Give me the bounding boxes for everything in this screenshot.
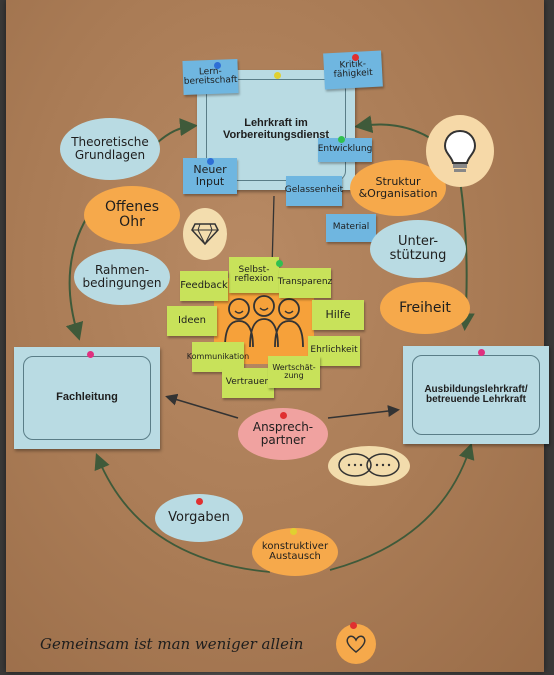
pin xyxy=(352,54,359,61)
oval-konstruktiver-austausch: konstruktiver Austausch xyxy=(252,528,338,576)
note-gelassenheit: Gelassenheit xyxy=(285,176,343,206)
note-wertschaetzung: Wertschät-zung xyxy=(268,356,320,388)
note-ideen: Ideen xyxy=(167,306,217,336)
note-feedback: Feedback xyxy=(180,271,228,301)
arrow-to-ausbildung xyxy=(327,405,400,419)
fachleitung-card: Fachleitung xyxy=(14,347,160,449)
pin xyxy=(338,136,345,143)
diamond-icon xyxy=(183,208,227,260)
note-lernbereitschaft: Lern-bereitschaft xyxy=(182,59,239,95)
oval-unterstuetzung: Unter-stützung xyxy=(370,220,466,278)
arrow-right-to-center xyxy=(354,115,431,139)
oval-theoretische-grundlagen: Theoretische Grundlagen xyxy=(60,118,160,180)
pin xyxy=(290,528,297,535)
heart-icon xyxy=(336,624,376,664)
arrow-to-fachleitung xyxy=(165,393,239,419)
note-entwicklung: Entwicklung xyxy=(318,138,372,162)
pin xyxy=(196,498,203,505)
note-vertrauen: Vertrauen xyxy=(222,368,274,398)
note-hilfe: Hilfe xyxy=(312,300,364,330)
oval-freiheit: Freiheit xyxy=(380,282,470,334)
arrow-bottom-arc-left xyxy=(94,453,271,573)
fachleitung-title: Fachleitung xyxy=(23,356,151,440)
pin xyxy=(350,622,357,629)
oval-struktur-organisation: Struktur &Organisation xyxy=(350,160,446,216)
lightbulb-icon xyxy=(426,115,494,187)
note-material: Material xyxy=(326,214,376,242)
pin xyxy=(274,72,281,79)
arrow-bottom-arc-right xyxy=(329,442,475,571)
note-transparenz: Transparenz xyxy=(278,268,332,298)
speech-bubbles-icon xyxy=(328,446,410,486)
oval-offenes-ohr: Offenes Ohr xyxy=(84,186,180,244)
pin xyxy=(87,351,94,358)
center-card-title: Lehrkraft im Vorbereitungsdienst xyxy=(206,79,346,181)
pin xyxy=(207,158,214,165)
pin xyxy=(276,260,283,267)
bottom-slogan: Gemeinsam ist man weniger allein xyxy=(40,635,304,654)
note-selbstreflexion: Selbst-reflexion xyxy=(229,257,279,293)
note-kommunikation: Kommunikation xyxy=(187,342,249,372)
line-center-down xyxy=(271,195,275,269)
ausbildung-title: Ausbildungslehrkraft/ betreuende Lehrkra… xyxy=(412,355,540,435)
pin xyxy=(478,349,485,356)
ausbildung-card: Ausbildungslehrkraft/ betreuende Lehrkra… xyxy=(403,346,549,444)
pin xyxy=(214,62,221,69)
oval-rahmenbedingungen: Rahmen-bedingungen xyxy=(74,249,170,305)
pin xyxy=(280,412,287,419)
